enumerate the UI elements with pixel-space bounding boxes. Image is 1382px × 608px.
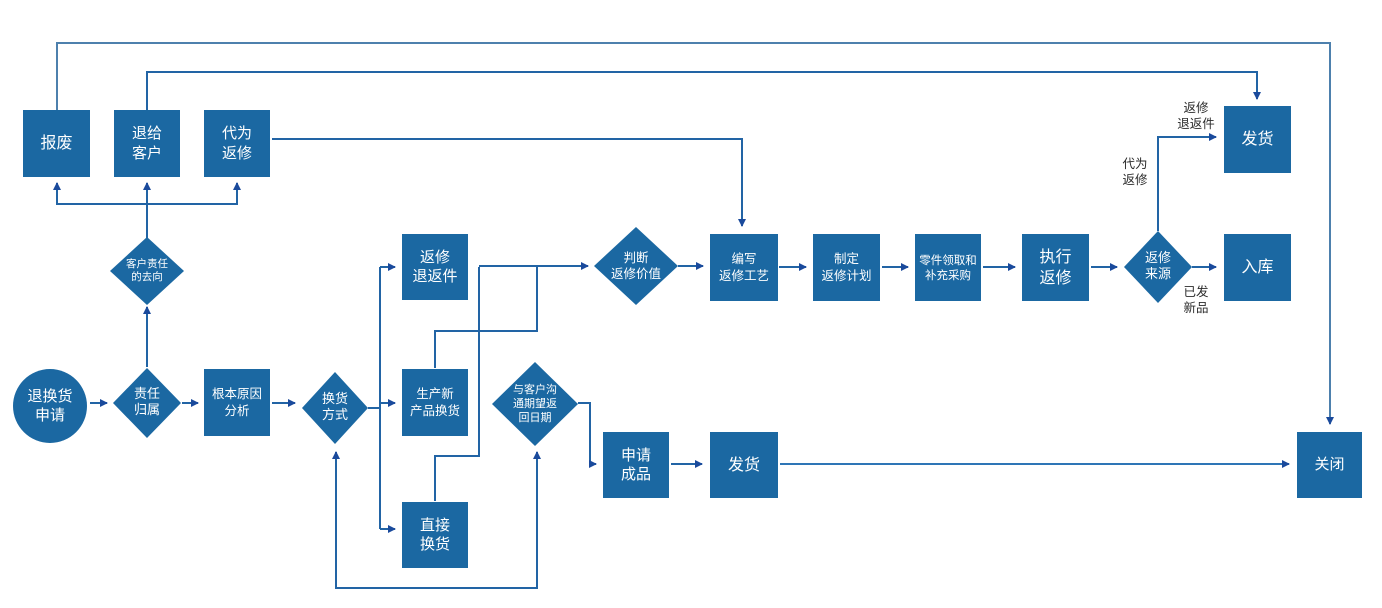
edge-comm-to-apply — [578, 402, 597, 468]
node-apply-finished-product: 申请 成品 — [603, 432, 669, 498]
node-ship-top: 发货 — [1224, 106, 1291, 173]
node-execute-repair: 执行 返修 — [1022, 234, 1089, 301]
node-close: 关闭 — [1297, 432, 1362, 498]
edge-scrap-to-close — [56, 42, 1334, 425]
edge-source-to-shiptop — [1157, 133, 1217, 231]
node-parts-pickup-purchase: 零件领取和 补充采购 — [915, 234, 981, 301]
node-repair-on-behalf: 代为 返修 — [204, 110, 270, 177]
edge-label-shipped-new-product: 已发 新品 — [1183, 284, 1209, 316]
node-scrap: 报废 — [23, 110, 90, 177]
node-direct-exchange: 直接 换货 — [402, 502, 468, 568]
node-produce-new-product: 生产新 产品换货 — [402, 369, 468, 436]
edge-onbehalf-to-writeprocess — [272, 138, 746, 227]
edge-producenew-up — [434, 267, 538, 368]
node-make-repair-plan: 制定 返修计划 — [813, 234, 880, 301]
edge-label-repair-returned-parts: 返修 退返件 — [1177, 100, 1215, 132]
node-return-to-customer: 退给 客户 — [114, 110, 180, 177]
node-ship-bottom: 发货 — [710, 432, 778, 498]
node-warehouse-in: 入库 — [1224, 234, 1291, 301]
edge-label-repair-on-behalf: 代为 返修 — [1122, 156, 1148, 188]
node-start-return-request: 退换货 申请 — [13, 369, 87, 443]
node-root-cause-analysis: 根本原因 分析 — [204, 369, 270, 436]
node-write-repair-process: 编写 返修工艺 — [710, 234, 778, 301]
edge-returncustomer-to-ship — [146, 71, 1261, 110]
edge-directexch-up — [434, 267, 480, 501]
node-repair-returned-parts: 返修 退返件 — [402, 234, 468, 300]
